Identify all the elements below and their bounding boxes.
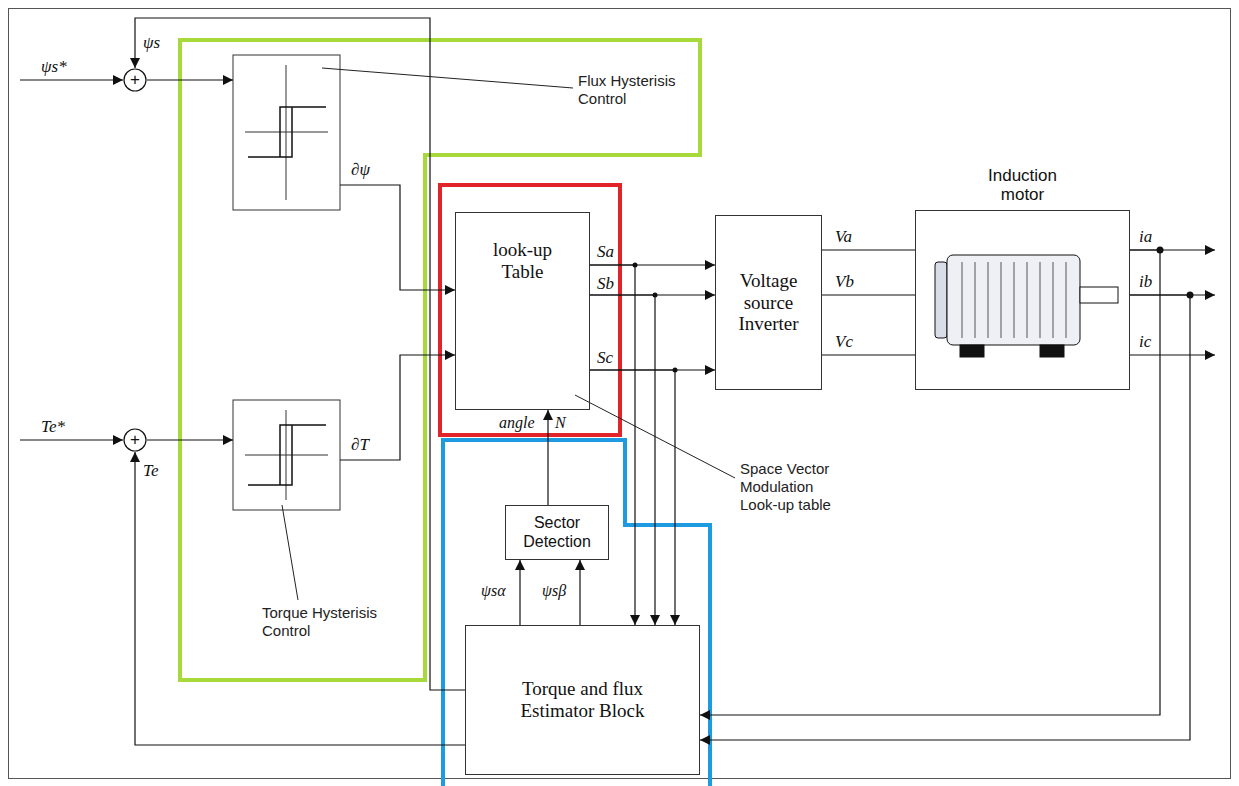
hysteresis-group-outline <box>180 40 700 680</box>
lookup-table-box: look-up Table <box>455 212 590 410</box>
signal-name: ic <box>1138 333 1152 352</box>
signal-name: ib <box>1138 273 1153 292</box>
node-text-group: Torque and flux Estimator Block <box>466 626 699 774</box>
signal-name: Sb <box>596 275 615 294</box>
node-text-group: Voltage source Inverter <box>716 216 821 389</box>
callout-text: Space Vector Modulation Look-up table <box>740 460 855 514</box>
torque-hysteresis-box <box>233 400 340 510</box>
signal-connector <box>135 452 465 745</box>
sector-box: Sector Detection <box>505 505 609 560</box>
signal-name: Vc <box>834 333 854 352</box>
node-label: look-up Table <box>483 239 563 283</box>
node-text-group: look-up Table <box>456 213 589 409</box>
hysteresis-blocks <box>233 55 340 510</box>
callout-text: Flux Hysterisis Control <box>578 72 696 108</box>
flux-hysteresis-box <box>233 55 340 210</box>
motor-illustration <box>935 255 1118 357</box>
node-text-group: + <box>123 428 147 452</box>
signal-connector <box>700 295 1190 740</box>
callout-text: Torque Hysterisis Control <box>262 604 397 640</box>
signal-name: ∂T <box>350 436 370 455</box>
sum-sign: + <box>130 430 140 450</box>
signal-connector <box>579 560 580 625</box>
signal-name: angle <box>498 414 536 432</box>
signal-connector <box>590 295 655 625</box>
inverter-box: Voltage source Inverter <box>715 215 822 390</box>
signal-connector <box>135 18 465 690</box>
signal-name: ia <box>1138 228 1153 247</box>
signal-name: ψs* <box>40 58 68 77</box>
leader-lines <box>282 68 735 600</box>
lookup-group-outline <box>440 185 620 435</box>
signal-name: Sc <box>596 349 614 368</box>
signal-name: Te <box>142 462 159 481</box>
signal-name: ψsα <box>480 582 507 600</box>
signal-name: ψsβ <box>541 582 567 600</box>
sum-junction: + <box>123 428 147 452</box>
signal-connector <box>590 370 675 625</box>
signal-connector <box>822 249 915 250</box>
signal-connector <box>700 250 1160 715</box>
signal-connector <box>822 354 915 355</box>
signal-connector <box>822 294 915 295</box>
signal-name: ψs <box>142 34 161 53</box>
junction-dots <box>633 247 1194 373</box>
signal-name: N <box>554 414 567 432</box>
signal-name: Te* <box>40 418 66 437</box>
sum-junction: + <box>123 68 147 92</box>
node-text-group: Sector Detection <box>506 506 608 559</box>
node-label: Induction motor <box>975 166 1070 205</box>
node-label: Voltage source Inverter <box>721 270 816 336</box>
frame <box>9 9 1231 779</box>
motor-box: Induction motor <box>915 210 1130 390</box>
node-label: Sector Detection <box>511 514 603 551</box>
signal-connector <box>547 410 548 505</box>
signal-name: Sa <box>596 243 615 262</box>
signal-connector <box>590 265 635 625</box>
node-text-group: + <box>123 68 147 92</box>
estimator-group-outline <box>443 440 710 786</box>
node-text-group: Induction motor <box>916 166 1129 205</box>
sum-sign: + <box>130 70 140 90</box>
signal-connector <box>519 560 520 625</box>
signal-name: Vb <box>834 273 855 292</box>
node-label: Torque and flux Estimator Block <box>508 678 658 722</box>
signal-name: ∂ψ <box>350 161 371 180</box>
estimator-box: Torque and flux Estimator Block <box>465 625 700 775</box>
signal-name: Va <box>834 228 853 247</box>
signal-wires <box>20 80 1215 460</box>
